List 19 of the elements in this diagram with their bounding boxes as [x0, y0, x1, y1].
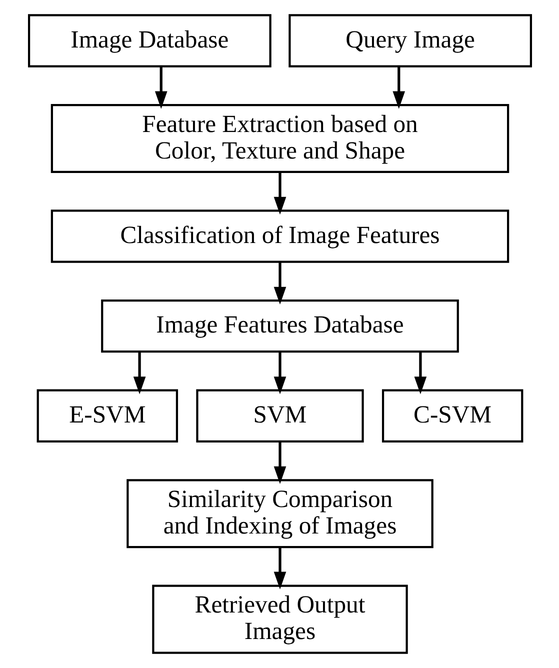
arrow: [392, 66, 405, 109]
node-box: Retrieved Output Images: [152, 584, 408, 654]
node-box: E-SVM: [36, 389, 178, 442]
node-box: Similarity Comparison and Indexing of Images: [126, 479, 433, 548]
node-box: Feature Extraction based on Color, Texture and Shape: [50, 104, 509, 174]
arrow: [273, 442, 286, 484]
arrow: [132, 352, 146, 394]
arrow: [273, 262, 286, 304]
node-box: C-SVM: [381, 389, 523, 442]
arrow: [273, 172, 286, 215]
node-box: Image Database: [27, 14, 271, 68]
node-box: Query Image: [288, 14, 532, 68]
node-box: SVM: [196, 389, 364, 442]
arrow: [273, 352, 286, 394]
arrow: [154, 66, 167, 109]
node-box: Image Features Database: [100, 299, 458, 353]
node-box: Classification of Image Features: [50, 210, 509, 263]
arrow: [414, 352, 426, 394]
arrow: [273, 548, 286, 590]
